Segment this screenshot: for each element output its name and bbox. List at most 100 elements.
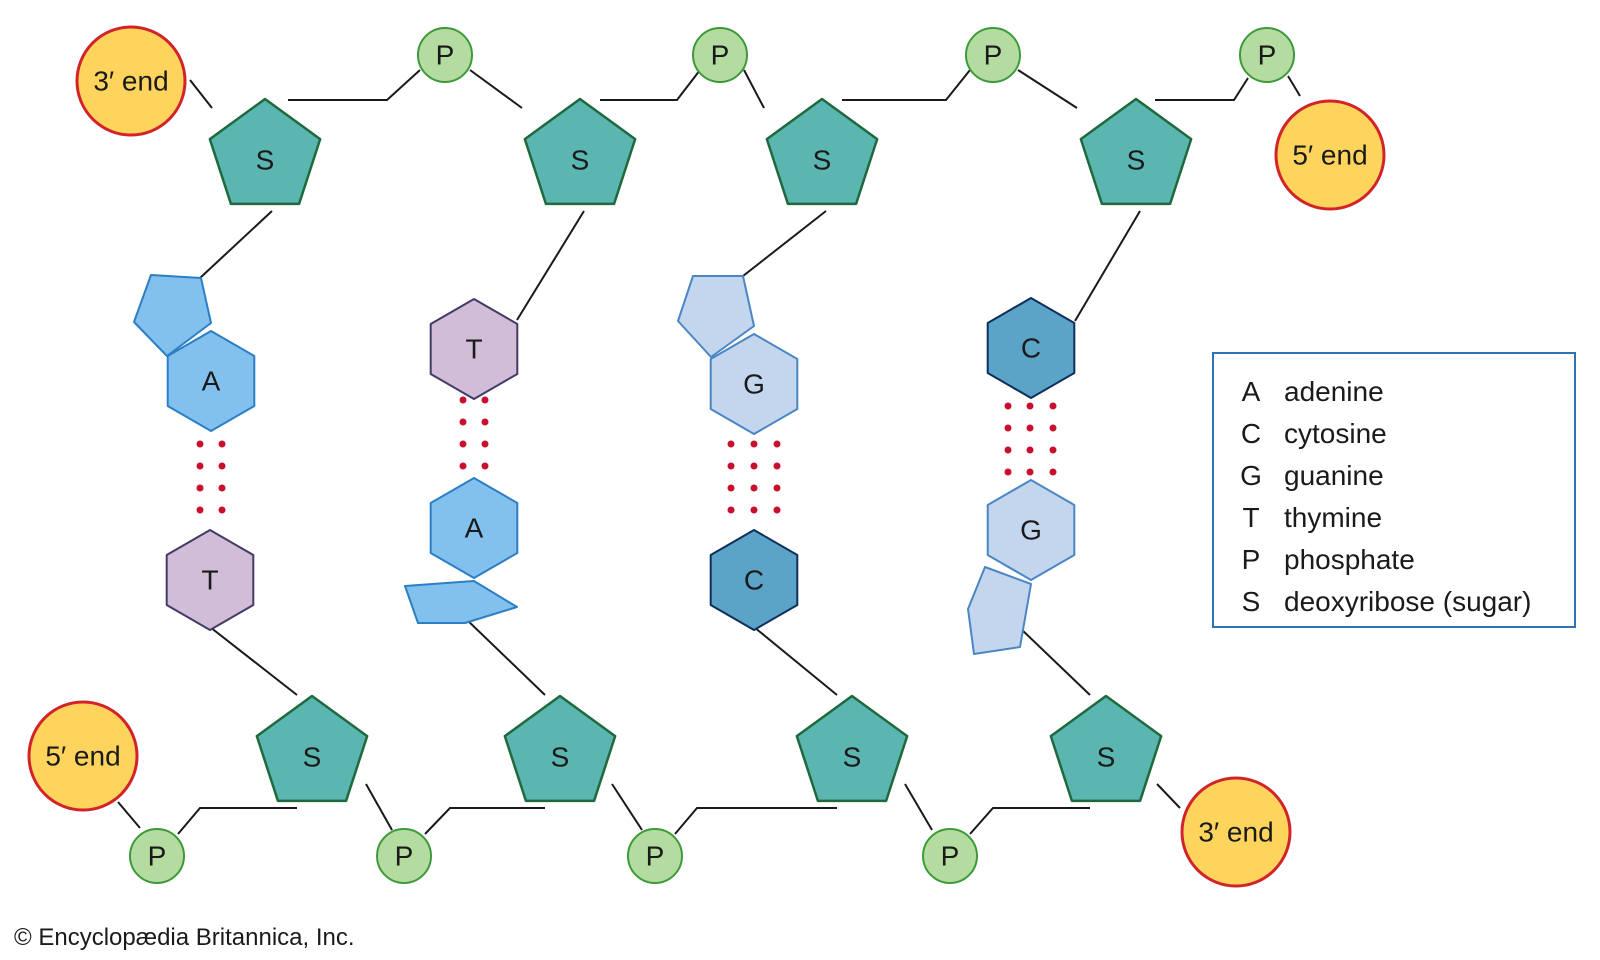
copyright-notice: © Encyclopædia Britannica, Inc.: [14, 924, 355, 951]
phosphodiester-bond: [1155, 77, 1249, 101]
five-prime-end-bottom: [27, 700, 139, 812]
hydrogen-bond-dot: [459, 462, 467, 470]
hydrogen-bond-dot: [773, 484, 781, 492]
legend-key: T: [1242, 502, 1260, 533]
phosphate-circle: [922, 828, 978, 884]
cytosine-base-label: C: [744, 565, 764, 596]
glycosidic-bond: [516, 210, 585, 321]
end-bond: [1287, 75, 1301, 97]
phosphate-label: P: [436, 40, 455, 71]
hydrogen-bond-dot: [1026, 446, 1034, 454]
sugar-pentagon-label: S: [1127, 145, 1146, 176]
five-prime-end-top: [1274, 99, 1386, 211]
legend-row-thymine: T thymine: [1214, 502, 1574, 534]
hydrogen-bond-dot: [1004, 402, 1012, 410]
phosphodiester-bond: [1017, 69, 1078, 109]
sugar-pentagon-label: S: [813, 145, 832, 176]
hydrogen-bond-dot: [773, 440, 781, 448]
hydrogen-bond-dot: [1049, 424, 1057, 432]
glycosidic-bond: [742, 210, 827, 277]
hydrogen-bond-dot: [481, 440, 489, 448]
guanine-base-label: G: [1020, 515, 1042, 546]
phosphate-circle: [627, 828, 683, 884]
hydrogen-bond-dot: [1026, 468, 1034, 476]
phosphate-circle: [129, 828, 185, 884]
cytosine-base-label: C: [1021, 333, 1041, 364]
adenine-base: [166, 330, 256, 432]
phosphate-circle: [965, 27, 1021, 83]
legend-value: adenine: [1284, 376, 1384, 407]
phosphate-circle: [1239, 27, 1295, 83]
legend-value: thymine: [1284, 502, 1383, 533]
guanine-base-ring: [677, 275, 755, 358]
glycosidic-bond: [753, 626, 838, 696]
hydrogen-bond-dot: [750, 484, 758, 492]
legend-key: P: [1241, 544, 1261, 575]
hydrogen-bond-dot: [196, 484, 204, 492]
end-label: 5′ end: [45, 741, 120, 772]
legend: A adenine C cytosine G guanine T thymine…: [1212, 352, 1576, 628]
legend-key: S: [1241, 586, 1261, 617]
cytosine-base: [986, 297, 1076, 399]
hydrogen-bond-dot: [1004, 446, 1012, 454]
thymine-base-label: T: [201, 565, 218, 596]
hydrogen-bond-dot: [459, 418, 467, 426]
thymine-base-label: T: [465, 334, 482, 365]
legend-value: phosphate: [1284, 544, 1415, 575]
sugar-pentagon-label: S: [303, 742, 322, 773]
hydrogen-bond-dot: [218, 506, 226, 514]
hydrogen-bond-dot: [196, 440, 204, 448]
phosphodiester-bond: [674, 807, 837, 835]
glycosidic-bond: [199, 210, 273, 279]
end-bond: [117, 801, 141, 829]
legend-value: deoxyribose (sugar): [1284, 586, 1532, 617]
adenine-base-ring: [133, 274, 212, 357]
sugar-pentagon: [503, 694, 617, 803]
phosphate-label: P: [984, 40, 1003, 71]
end-bond: [1156, 783, 1181, 809]
sugar-pentagon: [523, 97, 637, 206]
adenine-base: [429, 477, 519, 579]
sugar-pentagon: [765, 97, 879, 206]
glycosidic-bond: [1019, 627, 1091, 696]
end-label: 3′ end: [93, 66, 168, 97]
hydrogen-bond-dot: [481, 396, 489, 404]
hydrogen-bond-dot: [1004, 424, 1012, 432]
hydrogen-bond-dot: [773, 462, 781, 470]
thymine-base: [165, 529, 255, 631]
hydrogen-bond-dot: [727, 440, 735, 448]
phosphodiester-bond: [288, 69, 421, 101]
hydrogen-bonds: [196, 396, 1057, 514]
phosphate-label: P: [1258, 40, 1277, 71]
sugar-pentagon: [208, 97, 322, 206]
phosphodiester-bond: [365, 783, 393, 831]
hydrogen-bond-dot: [459, 396, 467, 404]
hydrogen-bond-dot: [481, 418, 489, 426]
hydrogen-bond-dot: [1049, 446, 1057, 454]
hydrogen-bond-dot: [459, 440, 467, 448]
sugar-pentagon-label: S: [256, 145, 275, 176]
legend-row-adenine: A adenine: [1214, 376, 1574, 408]
glycosidic-bond: [464, 617, 546, 696]
phosphate-label: P: [941, 841, 960, 872]
adenine-base-label: A: [465, 513, 484, 544]
phosphate-label: P: [395, 841, 414, 872]
end-label: 5′ end: [1292, 140, 1367, 171]
legend-value: cytosine: [1284, 418, 1387, 449]
phosphodiester-bond: [424, 807, 545, 835]
legend-row-cytosine: C cytosine: [1214, 418, 1574, 450]
guanine-base: [986, 479, 1076, 581]
legend-value: guanine: [1284, 460, 1384, 491]
phosphate-label: P: [646, 841, 665, 872]
phosphodiester-bond: [743, 69, 765, 109]
hydrogen-bond-dot: [1049, 468, 1057, 476]
backbone-bonds: [117, 69, 1301, 835]
phosphate-circle: [692, 27, 748, 83]
phosphate-label: P: [711, 40, 730, 71]
legend-key: C: [1240, 418, 1262, 449]
hydrogen-bond-dot: [218, 440, 226, 448]
adenine-base-label: A: [202, 366, 221, 397]
legend-key: G: [1240, 460, 1262, 491]
